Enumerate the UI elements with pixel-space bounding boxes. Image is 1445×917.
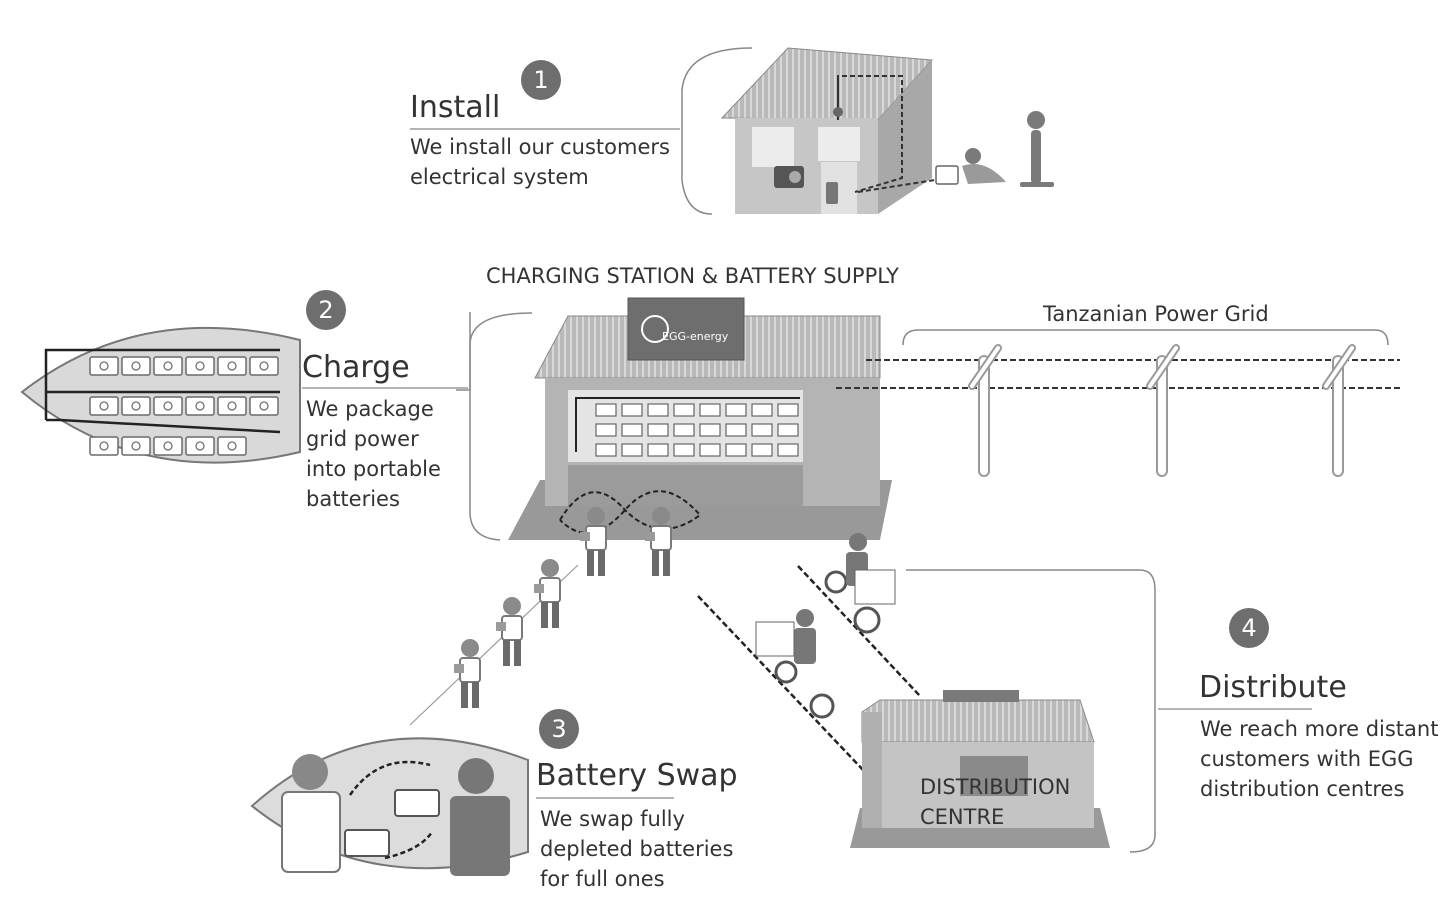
distribution-routes [697,533,921,773]
step-3-badge: 3 [539,709,579,749]
step-2-description: We package grid power into portable batt… [306,397,441,511]
power-grid-label: Tanzanian Power Grid [1043,302,1269,326]
power-grid [836,329,1400,476]
bicycle-icon [824,533,896,634]
step-1-description: We install our customers electrical syst… [410,135,670,189]
power-pole-icon [1150,348,1176,476]
step-4-badge: 4 [1229,608,1269,648]
charging-station-icon [469,297,892,577]
power-pole-icon [972,348,998,476]
battery-swap-closeup [250,737,529,876]
step-1-title: Install [410,90,501,125]
step-2-badge: 2 [306,290,346,330]
battery-icon [935,165,959,185]
step-1-badge: 1 [521,60,561,100]
battery-rack-closeup [20,312,471,464]
phone-icon [826,182,838,204]
charging-station-label: CHARGING STATION & BATTERY SUPPLY [486,264,899,288]
house-icon [681,47,1054,215]
step-3-description: We swap fully depleted batteries for ful… [540,807,734,891]
step-4-description: We reach more distant customers with EGG… [1200,717,1439,801]
egg-energy-logo: EGG-energy [662,330,729,343]
step-4-title: Distribute [1199,670,1347,705]
customer-queue [409,558,579,726]
power-pole-icon [1326,348,1352,476]
lightbulb-icon [833,107,843,117]
distribution-centre-label: DISTRIBUTION CENTRE [920,775,1071,829]
bicycle-icon [755,609,835,719]
step-2-title: Charge [302,350,410,385]
distribution-centre-icon [850,569,1156,853]
step-3-title: Battery Swap [536,758,738,793]
